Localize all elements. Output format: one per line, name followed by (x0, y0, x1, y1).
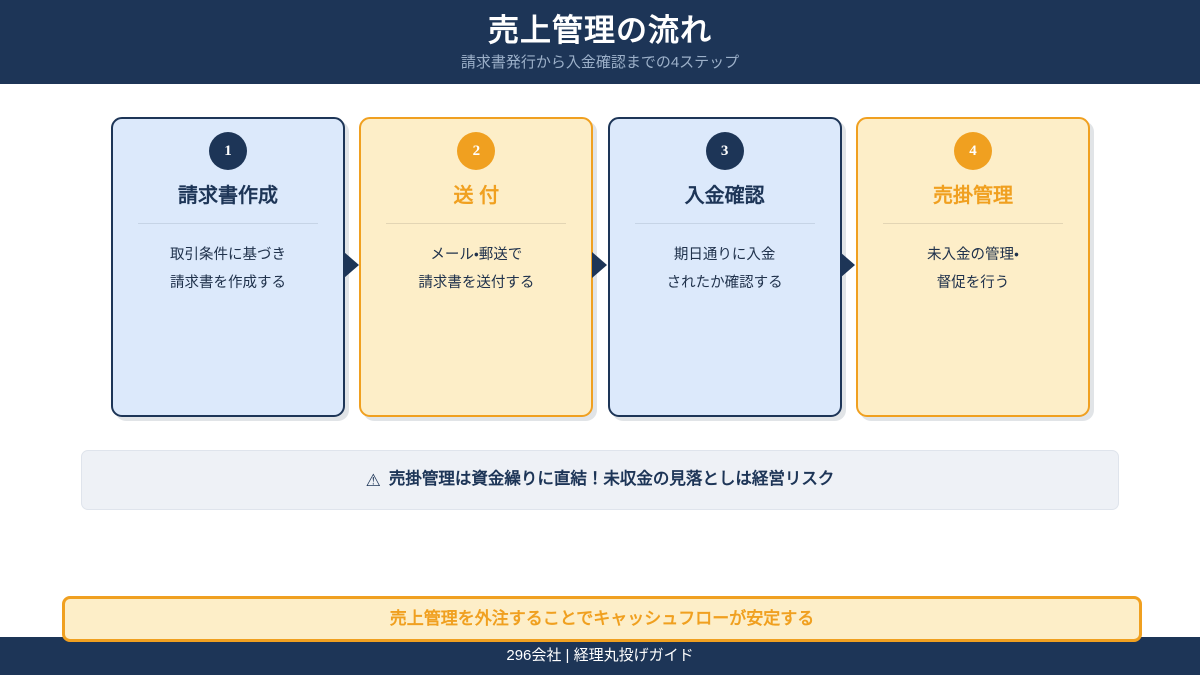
step-description-4: 未入金の管理・ 督促を行う (873, 241, 1073, 298)
step-card-2[interactable]: 2 送 付 メール・郵送で 請求書を送付する (359, 117, 594, 417)
step-description-3: 期日通りに入金 されたか確認する (625, 241, 825, 298)
step-description-line-1: メール・郵送で (430, 247, 523, 263)
step-title-3: 入金確認 (684, 185, 765, 207)
page-title: 売上管理の流れ (488, 13, 712, 49)
cta-text: 売上管理を外注することでキャッシュフローが安定する (389, 608, 815, 628)
step-number-badge-2: 2 (457, 132, 496, 170)
notice-text: 売掛管理は資金繰りに直結！未収金の見落としは経営リスク (388, 470, 835, 489)
step-description-line-2: 請求書を送付する (418, 275, 535, 292)
footer-band: 296会社 | 経理丸投げガイド (0, 637, 1200, 675)
notice-banner: ⚠ 売掛管理は資金繰りに直結！未収金の見落としは経営リスク (81, 450, 1119, 510)
step-divider-4 (882, 223, 1063, 224)
warning-triangle-icon: ⚠ (365, 470, 381, 490)
step-description-line-1: 期日通りに入金 (673, 247, 776, 263)
step-number-badge-3: 3 (705, 132, 744, 170)
page-header: 売上管理の流れ 請求書発行から入金確認までの4ステップ (0, 0, 1200, 84)
step-title-2: 送 付 (453, 185, 500, 207)
step-divider-1 (138, 223, 318, 224)
step-card-1[interactable]: 1 請求書作成 取引条件に基づき 請求書を作成する (111, 117, 345, 417)
step-description-line-1: 未入金の管理・ (927, 247, 1019, 263)
step-title-1: 請求書作成 (178, 185, 278, 207)
step-title-4: 売掛管理 (932, 185, 1013, 207)
step-card-4[interactable]: 4 売掛管理 未入金の管理・ 督促を行う (855, 117, 1090, 417)
step-description-line-2: されたか確認する (666, 275, 783, 292)
step-description-line-1: 取引条件に基づき (170, 247, 286, 263)
step-divider-3 (634, 223, 815, 224)
step-number-badge-4: 4 (953, 132, 992, 170)
step-divider-2 (386, 223, 567, 224)
step-description-1: 取引条件に基づき 請求書を作成する (128, 241, 328, 298)
cta-banner[interactable]: 売上管理を外注することでキャッシュフローが安定する (62, 596, 1142, 642)
step-number-badge-1: 1 (209, 132, 247, 170)
process-steps-row: 1 請求書作成 取引条件に基づき 請求書を作成する 2 送 付 メール・郵送で … (111, 117, 1090, 417)
step-description-2: メール・郵送で 請求書を送付する (376, 241, 576, 298)
footer-text: 296会社 | 経理丸投げガイド (506, 647, 694, 664)
page-subtitle: 請求書発行から入金確認までの4ステップ (460, 54, 740, 72)
step-description-line-2: 督促を行う (936, 275, 1010, 292)
arrow-right-icon-3 (840, 252, 855, 278)
step-card-3[interactable]: 3 入金確認 期日通りに入金 されたか確認する (607, 117, 842, 417)
arrow-right-icon-1 (344, 252, 359, 278)
step-description-line-2: 請求書を作成する (170, 275, 286, 292)
arrow-right-icon-2 (592, 252, 607, 278)
